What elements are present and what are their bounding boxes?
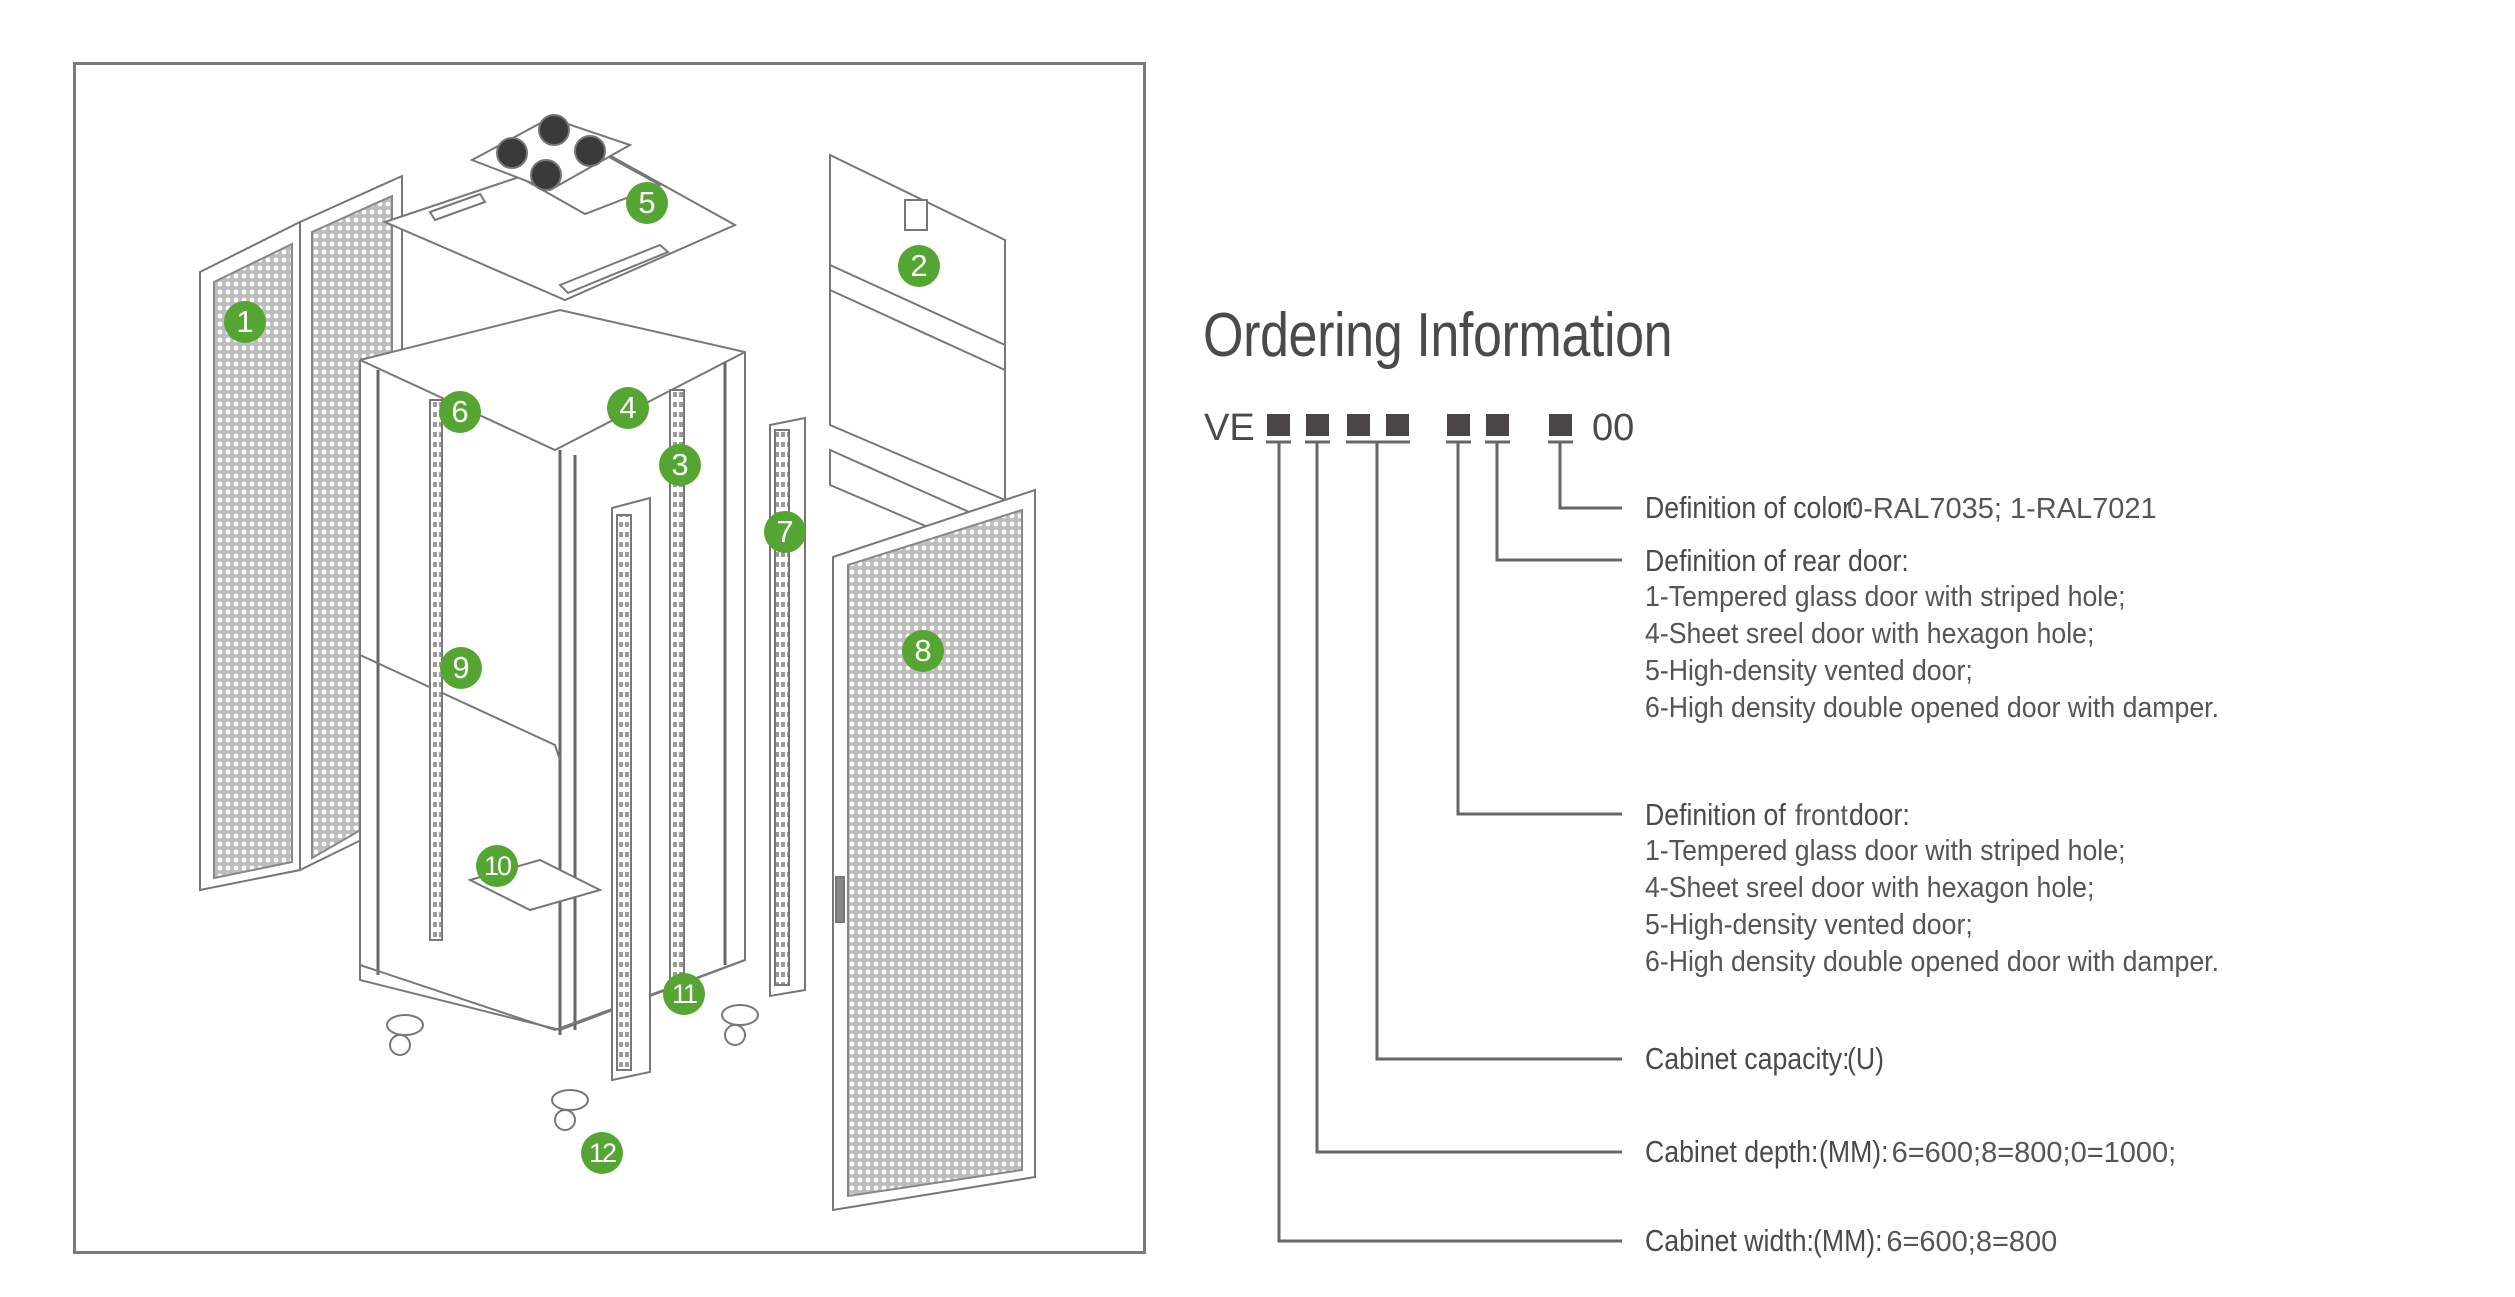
code-slot-capacity-2 <box>1386 414 1409 436</box>
front-door-option: 5-High-density vented door; <box>1645 909 1973 941</box>
callout-8: 8 <box>902 630 944 672</box>
definition-color-value: 0-RAL7035; 1-RAL7021 <box>1847 493 2157 525</box>
definition-front-door-label-a: Definition of <box>1645 797 1786 832</box>
code-slot-rear-door <box>1486 414 1509 436</box>
rear-door-option: 5-High-density vented door; <box>1645 655 1973 687</box>
definition-width-label: Cabinet width: <box>1645 1223 1814 1258</box>
definition-depth-value: 6=600;8=800;0=1000; <box>1891 1137 2177 1169</box>
definition-capacity-label: Cabinet capacity: <box>1645 1041 1850 1076</box>
definition-front-door: Definition of front door: 1-Tempered gla… <box>1645 797 2269 981</box>
code-slot-width <box>1267 414 1290 436</box>
model-code-prefix: VE <box>1204 407 1255 449</box>
definition-width-value: 6=600;8=800 <box>1886 1226 2058 1258</box>
callout-5: 5 <box>626 182 668 224</box>
definition-front-door-label-b: front <box>1794 799 1848 832</box>
definition-width: Cabinet width: (MM): 6=600;8=800 <box>1645 1223 2057 1259</box>
callout-2: 2 <box>898 245 940 287</box>
callout-9: 9 <box>440 647 482 689</box>
callout-4: 4 <box>607 387 649 429</box>
definition-front-door-label-c: door: <box>1848 797 1910 832</box>
code-slot-capacity-1 <box>1347 414 1370 436</box>
front-door-option: 6-High density double opened door with d… <box>1645 946 2220 978</box>
definition-depth-label: Cabinet depth: <box>1645 1134 1819 1169</box>
definition-capacity-value: (U) <box>1846 1041 1884 1076</box>
definition-rear-door-label: Definition of rear door: <box>1645 543 1909 578</box>
casters <box>386 1004 759 1131</box>
definition-depth: Cabinet depth: (MM): 6=600;8=800;0=1000; <box>1645 1134 2176 1170</box>
fan-unit <box>469 114 633 192</box>
code-slot-front-door <box>1447 414 1470 436</box>
model-code-suffix: 00 <box>1592 407 1635 449</box>
cable-manager-strips <box>611 416 806 1082</box>
rear-door-option: 4-Sheet sreel door with hexagon hole; <box>1645 618 2095 650</box>
side-door <box>832 488 1036 1212</box>
callout-6: 6 <box>439 391 481 433</box>
rear-door-option: 1-Tempered glass door with striped hole; <box>1645 581 2126 613</box>
callout-3: 3 <box>659 444 701 486</box>
code-slot-color <box>1549 414 1572 436</box>
rear-door-option: 6-High density double opened door with d… <box>1645 692 2220 724</box>
ordering-title: Ordering Information <box>1203 301 1673 370</box>
front-door-option: 4-Sheet sreel door with hexagon hole; <box>1645 872 2095 904</box>
callout-7: 7 <box>764 511 806 553</box>
front-door-option: 1-Tempered glass door with striped hole; <box>1645 835 2126 867</box>
definition-capacity: Cabinet capacity: (U) <box>1645 1041 1890 1077</box>
callout-10: 10 <box>476 845 518 887</box>
callout-1: 1 <box>224 301 266 343</box>
callout-12: 12 <box>581 1132 623 1174</box>
definition-width-unit: (MM): <box>1813 1223 1884 1258</box>
code-slot-depth <box>1306 414 1329 436</box>
definition-depth-unit: (MM): <box>1818 1134 1889 1169</box>
definition-color-label: Definition of color: <box>1645 490 1859 525</box>
definition-color: Definition of color: 0-RAL7035; 1-RAL702… <box>1645 490 2157 526</box>
definition-rear-door: Definition of rear door: 1-Tempered glas… <box>1645 543 2269 727</box>
callout-11: 11 <box>663 973 705 1015</box>
